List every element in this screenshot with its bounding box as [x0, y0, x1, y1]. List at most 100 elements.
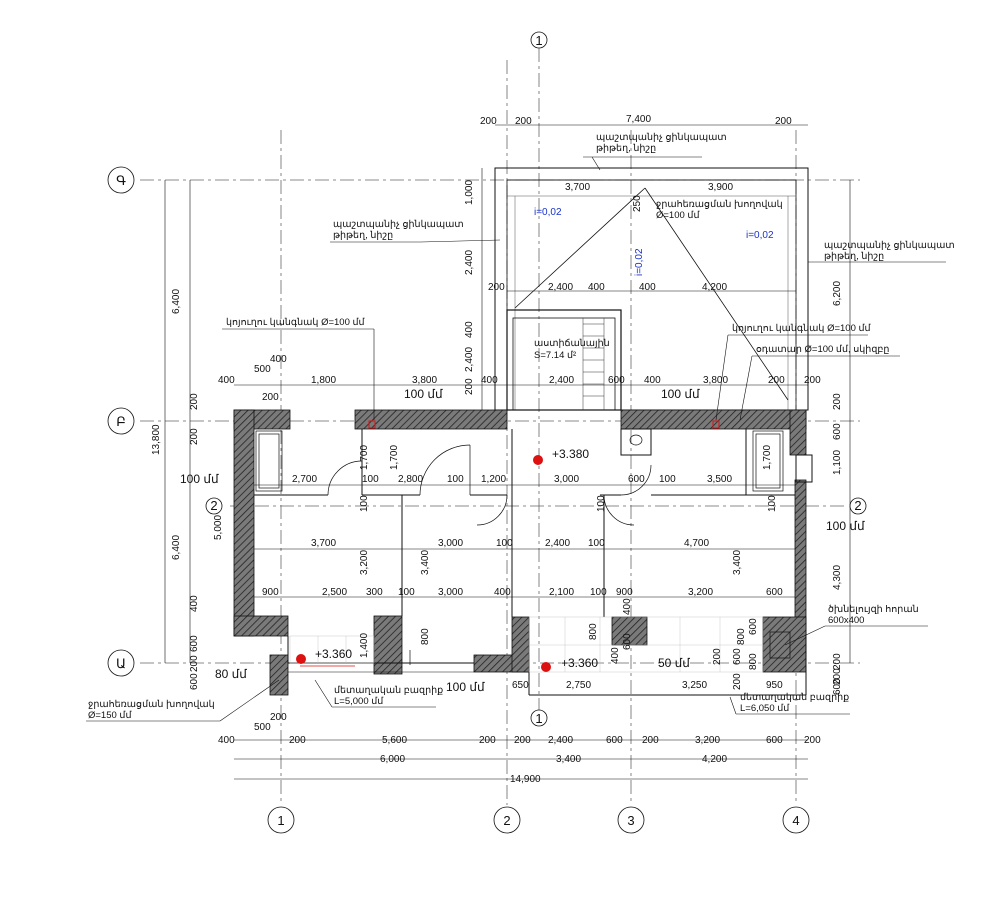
dim-text: 200: [270, 712, 287, 723]
axis-bubbles: [107, 31, 867, 834]
dim-text: 500: [254, 364, 271, 375]
dim-text: 800: [748, 653, 759, 670]
stair-line2: S=7.14 մ²: [534, 350, 576, 361]
dim-text: 100: [447, 474, 464, 485]
dim-text: 600: [832, 678, 843, 695]
dim-text: 200: [775, 116, 792, 127]
axis-label-2v: 2: [503, 813, 510, 828]
dim-text: 2,400: [548, 735, 573, 746]
dim-text: 3,800: [703, 375, 728, 386]
dim-text: 400: [464, 321, 475, 338]
dim-text: 6,400: [171, 535, 182, 560]
wall-tags: 100 մմ 100 մմ 100 մմ 100 մմ 100 մմ 80 մմ…: [180, 387, 865, 694]
dim-text: 4,300: [832, 565, 843, 590]
parapet-right-line2: թիթեղ, նիշը: [824, 251, 884, 262]
dim-text: 600: [608, 375, 625, 386]
dim-text: 100: [659, 474, 676, 485]
dim-text: 200: [189, 393, 200, 410]
axis-label-g: Գ: [116, 173, 126, 188]
chimney-line2: 600x400: [828, 615, 864, 626]
dim-text: 3,000: [438, 538, 463, 549]
dim-text: 650: [512, 680, 529, 691]
dim-text: 3,500: [707, 474, 732, 485]
dim-text: 3,250: [682, 680, 707, 691]
slope-left: i=0,02: [534, 207, 562, 218]
axis-label-2: 2: [210, 498, 217, 513]
dim-text: 1,700: [359, 445, 370, 470]
dim-text: 600: [766, 587, 783, 598]
dim-text: 2,400: [548, 282, 573, 293]
dim-text: 3,200: [695, 735, 720, 746]
dim-text: 6,400: [171, 289, 182, 314]
dim-text: 600: [606, 735, 623, 746]
balcony-tiles: [289, 616, 764, 673]
dim-text: 200: [480, 116, 497, 127]
parapet-left-line1: պաշտպանիչ ցինկապատ: [333, 219, 464, 230]
dim-text: 800: [736, 628, 747, 645]
dim-text: 6,000: [380, 754, 405, 765]
roof-parapet: [494, 167, 809, 411]
dim-text: 400: [644, 375, 661, 386]
dim-text: 100: [590, 587, 607, 598]
dim-text: 1,100: [832, 450, 843, 475]
dim-text: 600: [832, 423, 843, 440]
dim-text: 200: [832, 393, 843, 410]
axis-label-a: Ա: [116, 656, 126, 671]
balcony-right-line2: L=6,050 մմ: [740, 703, 790, 714]
dim-text: 200: [189, 655, 200, 672]
dim-text: 600: [766, 735, 783, 746]
elevations: +3.380 +3.360 +3.360: [315, 447, 598, 670]
dim-text: 100: [362, 474, 379, 485]
dim-text: 100: [588, 538, 605, 549]
dim-text: 3,700: [311, 538, 336, 549]
dim-text: 200: [732, 673, 743, 690]
dim-text: 100: [596, 495, 607, 512]
dim-text: 200: [479, 735, 496, 746]
dim-text: 200: [642, 735, 659, 746]
dim-text: 3,800: [412, 375, 437, 386]
leader-lines: [86, 156, 946, 722]
dim-text: 250: [632, 195, 643, 212]
dim-text: 200: [262, 392, 279, 403]
dim-text: 400: [610, 647, 621, 664]
dim-text: 600: [622, 633, 633, 650]
drain-top-line2: Ø=100 մմ: [656, 210, 700, 221]
parapet-top-line2: թիթեղ, նիշը: [596, 143, 656, 154]
elevation-balcony-right: +3.360: [561, 656, 598, 670]
dim-text: 400: [639, 282, 656, 293]
dim-text: 300: [366, 587, 383, 598]
dim-text: 4,200: [702, 754, 727, 765]
dimension-texts: 200 200 7,400 200 3,700 3,900 200 2,400 …: [151, 114, 843, 785]
wall-tag-balcony: 50 մմ: [658, 656, 690, 670]
stair-box: [506, 309, 622, 411]
dim-text: 200: [768, 375, 785, 386]
axis-label-2-right: 2: [854, 498, 861, 513]
dim-text: 600: [748, 618, 759, 635]
dim-text: 100: [496, 538, 513, 549]
dim-text: 2,400: [464, 250, 475, 275]
balcony-right-line1: մետաղական բազրիք: [740, 692, 849, 703]
dim-text: 1,700: [762, 445, 773, 470]
dim-text: 3,700: [565, 182, 590, 193]
exterior-walls: [233, 409, 807, 696]
dim-text: 100: [359, 495, 370, 512]
dim-text: 400: [622, 598, 633, 615]
dim-text: 500: [254, 722, 271, 733]
axis-label-3: 3: [627, 813, 634, 828]
dim-text: 900: [616, 587, 633, 598]
wall-tag-right: 100 մմ: [826, 519, 865, 533]
dim-text: 1,700: [389, 445, 400, 470]
dim-text: 2,750: [566, 680, 591, 691]
dim-text: 400: [218, 735, 235, 746]
dim-text: 600: [628, 474, 645, 485]
dim-text: 1,200: [481, 474, 506, 485]
drain-top-line1: ջրահեռացման խողովակ: [656, 199, 783, 210]
dim-text: 200: [514, 735, 531, 746]
dimension-lines: [164, 124, 851, 780]
dim-text: 600: [732, 648, 743, 665]
dim-text: 2,400: [549, 375, 574, 386]
slope-right: i=0,02: [746, 230, 774, 241]
dim-text: 3,900: [708, 182, 733, 193]
dim-text: 200: [804, 375, 821, 386]
